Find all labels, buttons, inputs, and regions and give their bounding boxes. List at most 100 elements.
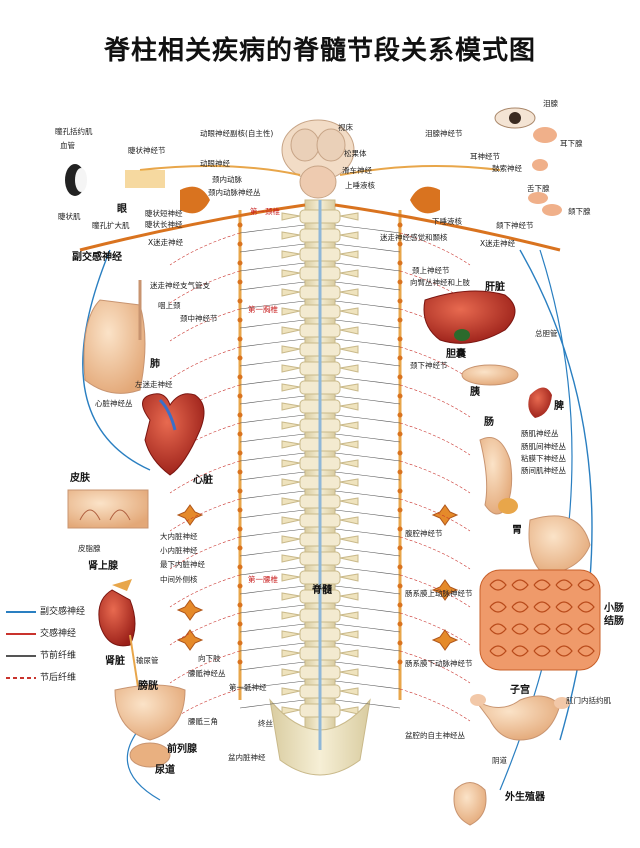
label: 泪腺神经节 — [425, 129, 463, 138]
label: 第一腰椎 — [248, 575, 278, 584]
genitals-shape — [453, 782, 487, 826]
label: 下唾液核 — [432, 217, 462, 226]
label: 腰骶三角 — [188, 717, 218, 726]
label: 肠间肌神经丛 — [521, 466, 566, 475]
chain-ganglion — [397, 241, 403, 247]
lacrimal-gland-shape — [533, 127, 557, 143]
label: 动眼神经 — [200, 159, 230, 168]
chain-ganglion — [237, 450, 243, 456]
chain-ganglion — [397, 640, 403, 646]
plexus-ganglion — [176, 629, 204, 651]
label: 胰 — [470, 387, 480, 398]
chain-ganglion — [237, 393, 243, 399]
lung-icon — [83, 280, 146, 394]
label: 舌下腺 — [527, 184, 550, 193]
plexus-ganglion — [431, 579, 459, 601]
label: 肺 — [150, 359, 160, 370]
label: 迷走神经感觉和颞核 — [380, 233, 448, 242]
legend-item: 节后纤维 — [6, 673, 77, 683]
label: 视床 — [338, 123, 353, 132]
label: 总胆管 — [535, 329, 558, 338]
heart-icon — [142, 393, 205, 476]
label: 肠系膜下动脉神经节 — [405, 659, 473, 668]
label: 心脏 — [193, 475, 213, 486]
page-title: 脊柱相关疾病的脊髓节段关系模式图 — [103, 36, 536, 66]
label: 皮脂腺 — [78, 544, 101, 553]
chain-ganglion — [397, 260, 403, 266]
chain-ganglion — [397, 450, 403, 456]
chain-ganglion — [397, 583, 403, 589]
label: 肠 — [484, 417, 494, 428]
legend-item: 副交感神经 — [6, 607, 86, 617]
parotid-shape — [532, 159, 548, 171]
chain-ganglion — [237, 298, 243, 304]
chain-ganglion — [237, 317, 243, 323]
chain-ganglion — [397, 336, 403, 342]
label: 松果体 — [344, 149, 367, 158]
bladder-icon — [114, 684, 186, 768]
chain-ganglion — [397, 412, 403, 418]
brain-icon — [281, 119, 355, 199]
label: 睫状长神经 — [145, 220, 183, 229]
label: 外生殖器 — [505, 792, 545, 803]
label: 盆内脏神经 — [228, 753, 266, 762]
uterus-icon — [470, 694, 570, 741]
label: 第一骶神经 — [229, 683, 267, 692]
stomach-icon — [528, 515, 591, 576]
chain-ganglion — [397, 431, 403, 437]
spine-icon — [269, 199, 371, 776]
label: 子宫 — [510, 685, 530, 696]
label: 鼓索神经 — [492, 164, 522, 173]
label: 第一胸椎 — [248, 305, 278, 314]
label: 最下内脏神经 — [160, 560, 205, 569]
chain-ganglion — [397, 355, 403, 361]
label: 睫状短神经 — [145, 209, 183, 218]
chain-ganglion — [397, 564, 403, 570]
label: 中间外侧核 — [160, 575, 198, 584]
label: 膀胱 — [138, 681, 158, 692]
label: 副交感神经 — [72, 252, 122, 263]
label: 肝脏 — [485, 282, 505, 293]
legend-item: 交感神经 — [6, 629, 77, 639]
label: 心脏神经丛 — [95, 399, 133, 408]
label: 左迷走神经 — [135, 380, 173, 389]
label: 肠肌间神经丛 — [521, 442, 566, 451]
spleen-shape — [528, 387, 552, 418]
chain-ganglion — [397, 507, 403, 513]
chain-ganglion — [237, 469, 243, 475]
label: 肠肌神经丛 — [521, 429, 559, 438]
chain-ganglion — [237, 241, 243, 247]
skin-icon — [67, 489, 149, 529]
label: 腰骶神经丛 — [188, 669, 226, 678]
label: 颈内动脉 — [212, 175, 242, 184]
label: 上唾液核 — [345, 181, 375, 190]
plexus-ganglion — [176, 504, 204, 526]
label: 颈内动脉神经丛 — [208, 188, 261, 197]
label: 胆囊 — [446, 349, 466, 360]
label: 颈下神经节 — [410, 361, 448, 370]
chain-ganglion — [397, 469, 403, 475]
label: 迷走神经支气管支 — [150, 281, 210, 290]
chain-ganglion — [237, 526, 243, 532]
label: X迷走神经 — [480, 239, 516, 248]
chain-ganglion — [237, 260, 243, 266]
label: 肛门内括约肌 — [566, 696, 611, 705]
label: 第一颈椎 — [250, 207, 280, 216]
chain-ganglion — [237, 488, 243, 494]
label: 瞳孔括约肌 — [55, 127, 93, 136]
chain-ganglion — [237, 659, 243, 665]
legend-item: 节前纤维 — [6, 651, 77, 661]
label: 大内脏神经 — [160, 532, 198, 541]
chain-ganglion — [237, 564, 243, 570]
chain-ganglion — [237, 640, 243, 646]
chain-ganglion — [397, 526, 403, 532]
chain-ganglion — [237, 431, 243, 437]
label: 胃 — [512, 525, 522, 536]
intestine-icon — [479, 437, 518, 515]
label: 肾脏 — [105, 656, 125, 667]
label: 颌下神经节 — [496, 221, 534, 230]
label: 盆腔的自主神经丛 — [405, 731, 465, 740]
label: X迷走神经 — [148, 238, 184, 247]
chain-ganglion — [397, 298, 403, 304]
